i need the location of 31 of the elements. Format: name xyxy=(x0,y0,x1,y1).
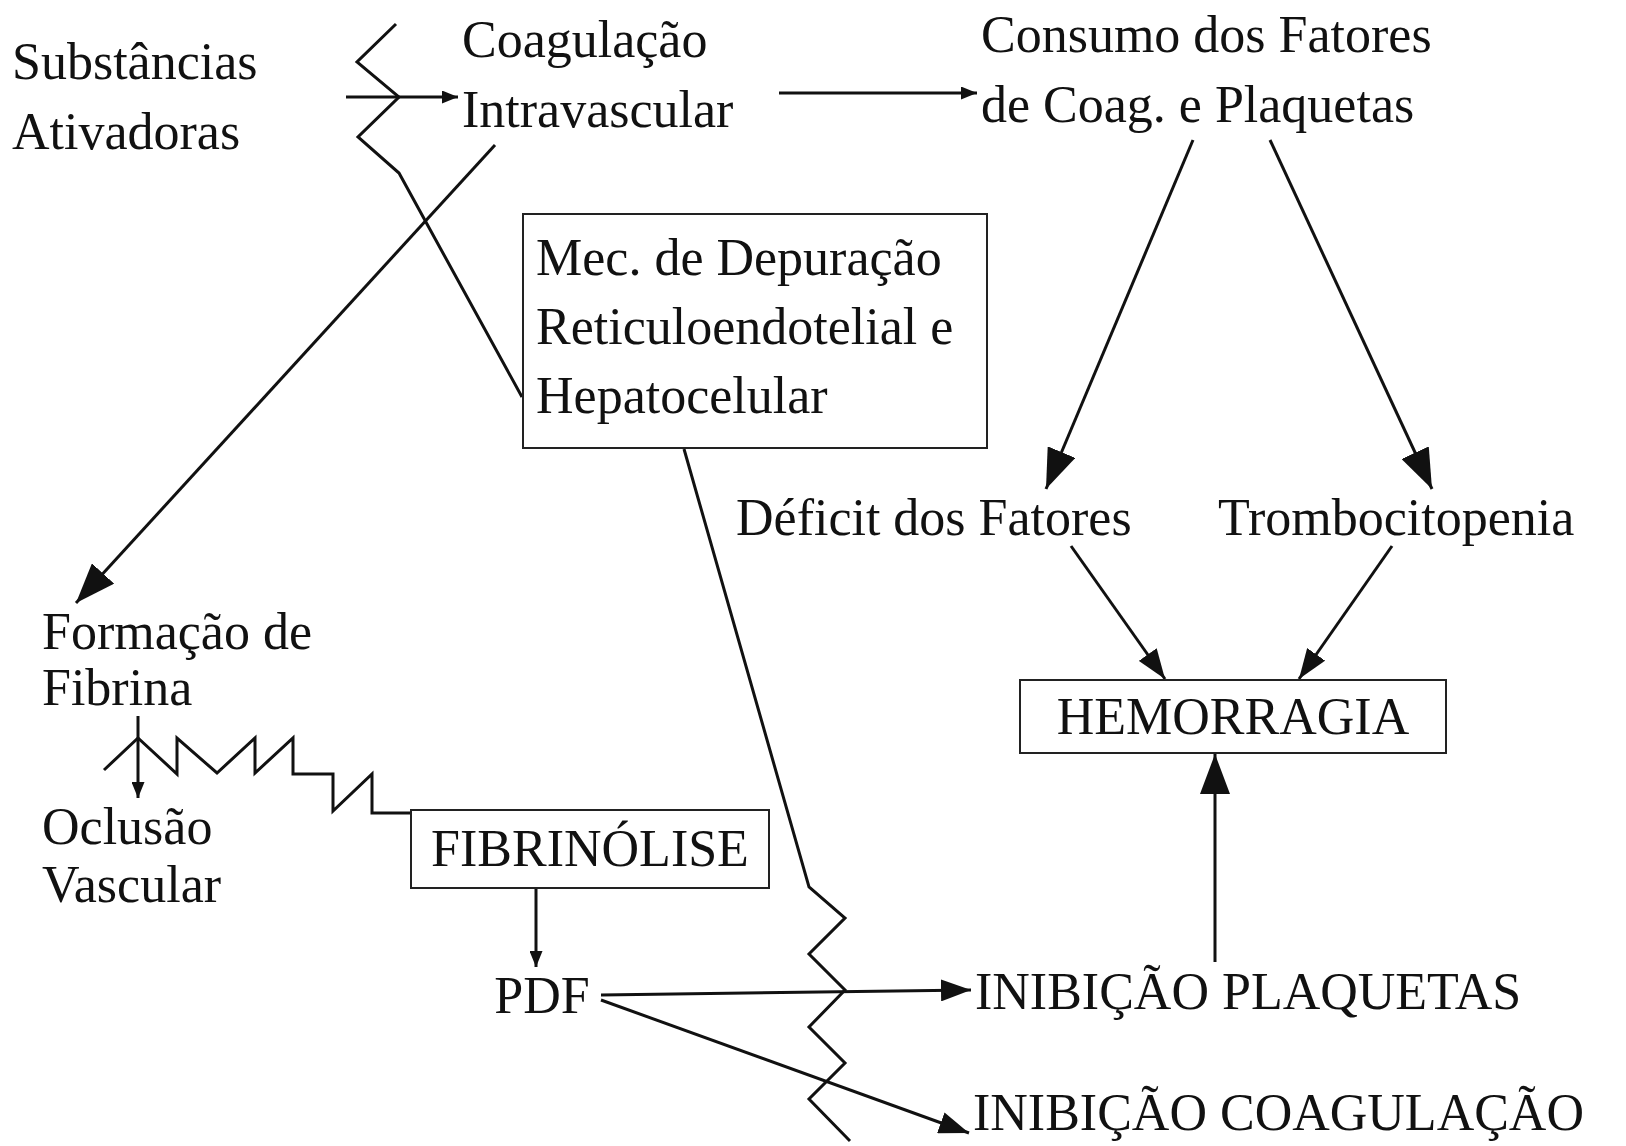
process-box xyxy=(410,809,770,889)
process-box xyxy=(1019,679,1447,754)
arrow xyxy=(529,889,543,967)
arrow xyxy=(600,998,970,1135)
node-label: Substâncias Ativadoras xyxy=(12,32,259,162)
process-box xyxy=(522,213,988,449)
arrow xyxy=(1044,139,1195,490)
node-label: Consumo dos Fatores de Coag. e Plaquetas xyxy=(981,5,1433,135)
arrow xyxy=(346,90,458,104)
box-label: Mec. de Depuração Reticuloendotelial e Hepatocelular xyxy=(536,228,955,426)
node-label: Coagulação Intravascular xyxy=(462,10,735,140)
node-label: PDF xyxy=(493,968,591,1024)
node-label: INIBIÇÃO PLAQUETAS xyxy=(975,962,1523,1022)
box-label: FIBRINÓLISE xyxy=(430,819,750,879)
zigzag-line xyxy=(102,734,410,815)
arrow xyxy=(1069,545,1167,680)
node-label: INIBIÇÃO COAGULAÇÃO xyxy=(973,1083,1585,1143)
arrow xyxy=(601,979,971,1002)
node-label: Trombocitopenia xyxy=(1218,490,1576,546)
arrow xyxy=(779,86,977,100)
node-label: Déficit dos Fatores xyxy=(736,490,1133,546)
arrow xyxy=(74,144,497,604)
arrow xyxy=(1200,754,1230,962)
node-label: Oclusão Vascular xyxy=(42,798,223,914)
arrow xyxy=(1268,139,1434,490)
arrow xyxy=(1297,545,1394,680)
zigzag-line xyxy=(682,448,852,1143)
node-label: Formação de Fibrina xyxy=(42,604,313,716)
arrow xyxy=(131,716,145,798)
zigzag-line xyxy=(354,22,524,398)
box-label: HEMORRAGIA xyxy=(1055,687,1411,747)
